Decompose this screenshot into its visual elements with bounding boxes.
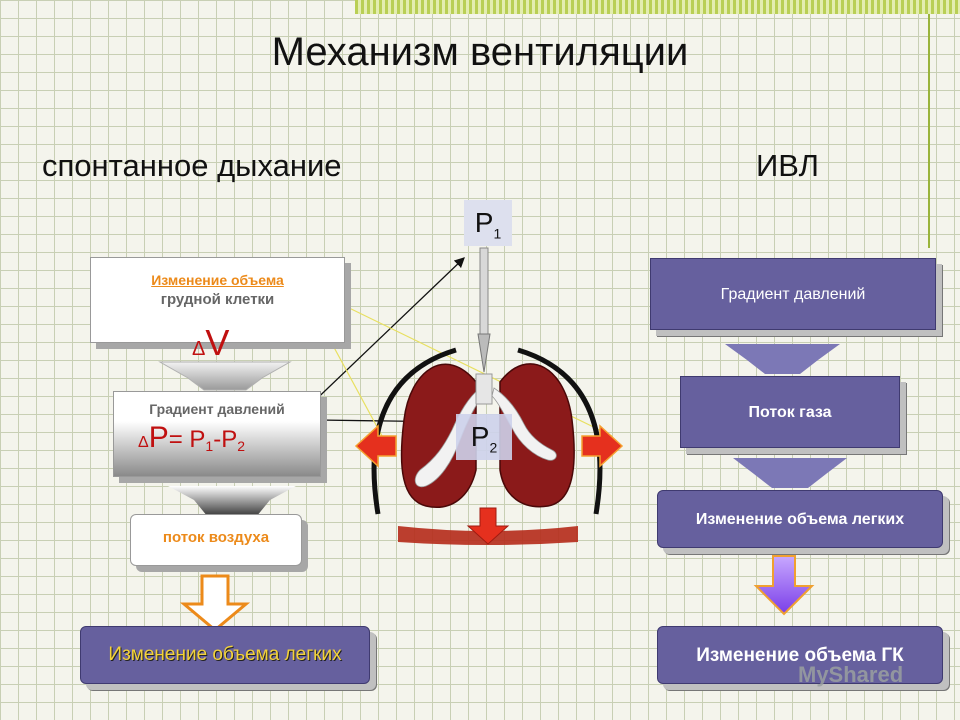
arrow-right-chest <box>581 424 624 468</box>
right-lung <box>499 363 575 508</box>
right-pressure-gradient-box: Градиент давлений <box>650 258 936 330</box>
right-heading: ИВЛ <box>756 148 819 183</box>
arrow-down-right-3 <box>753 555 815 616</box>
left-heading: спонтанное дыхание <box>42 148 342 183</box>
pressure-formula: ΔP= P1-P2 <box>138 421 245 455</box>
p1-label: P1 <box>464 200 512 246</box>
air-flow-label: поток воздуха <box>162 529 270 546</box>
arrow-left-chest <box>354 424 397 468</box>
slide-title: Механизм вентиляции <box>271 30 689 74</box>
arrow-down-diaphragm <box>466 507 510 545</box>
arrow-down-flow-to-lungs <box>179 574 251 632</box>
pressure-gradient-label: Градиент давлений <box>149 401 285 417</box>
arrow-down-right-1 <box>725 344 840 374</box>
watermark-text: MyShared <box>798 662 904 687</box>
gk-volume-box: Изменение объема ГК <box>657 626 943 684</box>
right-lung-volume-box: Изменение объема легких <box>657 490 943 548</box>
chest-volume-line1: Изменение объема <box>151 272 284 288</box>
decorative-vertical-line <box>928 14 930 248</box>
pressure-gradient-box: Градиент давлений ΔP= P1-P2 <box>113 391 321 477</box>
arrow-down-chest-to-gradient <box>158 361 292 391</box>
gas-flow-box: Поток газа <box>680 376 900 448</box>
arrow-down-right-2 <box>733 458 847 488</box>
p2-label: P2 <box>456 414 512 460</box>
arrow-down-gradient-to-flow <box>168 486 296 522</box>
chest-volume-box: Изменение объема грудной клетки <box>90 257 345 343</box>
delta-v-label: ΔV <box>192 322 230 363</box>
air-flow-box: поток воздуха <box>130 514 302 566</box>
left-lung-volume-box: Изменение объема легких <box>80 626 370 684</box>
chest-volume-line2: грудной клетки <box>160 291 275 308</box>
decorative-top-bar <box>355 0 960 14</box>
